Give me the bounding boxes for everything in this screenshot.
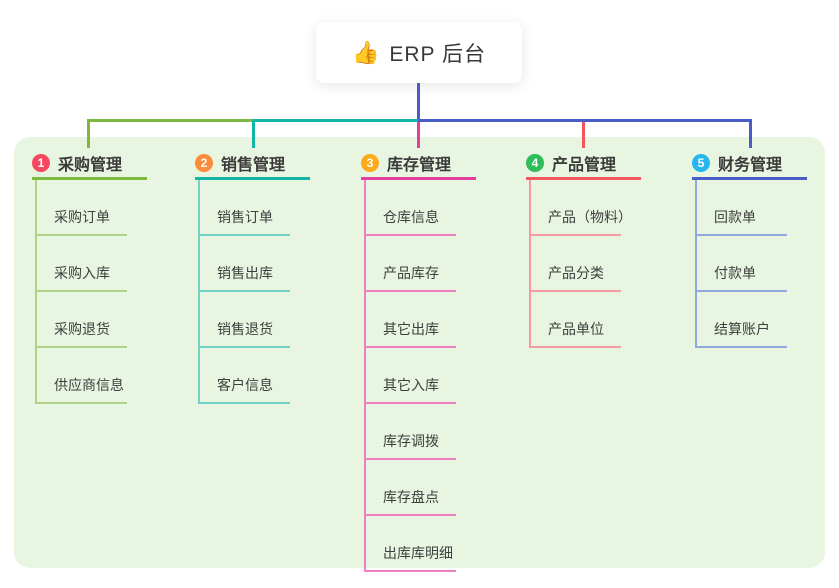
branch-children: 产品（物料） 产品分类 产品单位 — [529, 180, 632, 348]
child-node[interactable]: 销售订单 — [200, 180, 290, 236]
child-label: 产品分类 — [548, 265, 604, 281]
branch-title: 销售管理 — [221, 156, 286, 174]
child-node[interactable]: 供应商信息 — [37, 348, 127, 404]
child-label: 出库库明细 — [383, 545, 453, 561]
branch-node-product[interactable]: 4 产品管理 — [526, 148, 641, 180]
connector-drop-sales — [252, 119, 255, 148]
child-label: 其它出库 — [383, 321, 439, 337]
root-node[interactable]: 👍 ERP 后台 — [316, 22, 522, 83]
child-node[interactable]: 出库库明细 — [366, 516, 456, 572]
branch-children: 销售订单 销售出库 销售退货 客户信息 — [198, 180, 290, 404]
child-node[interactable]: 回款单 — [697, 180, 787, 236]
child-node[interactable]: 采购订单 — [37, 180, 127, 236]
child-node[interactable]: 付款单 — [697, 236, 787, 292]
connector-bus-segment-green — [87, 119, 253, 122]
child-node[interactable]: 库存调拨 — [366, 404, 456, 460]
child-label: 采购入库 — [54, 265, 110, 281]
branch-number-badge: 2 — [195, 153, 213, 172]
child-node[interactable]: 销售出库 — [200, 236, 290, 292]
child-label: 销售退货 — [217, 321, 273, 337]
connector-bus-segment-blue — [418, 119, 752, 122]
child-label: 结算账户 — [714, 321, 770, 337]
child-label: 产品单位 — [548, 321, 604, 337]
child-label: 付款单 — [714, 265, 756, 281]
branch-children: 仓库信息 产品库存 其它出库 其它入库 库存调拨 库存盘点 出库库明细 — [364, 180, 456, 572]
branch-children: 回款单 付款单 结算账户 — [695, 180, 787, 348]
child-label: 库存调拨 — [383, 433, 439, 449]
child-node[interactable]: 采购入库 — [37, 236, 127, 292]
branch-node-sales[interactable]: 2 销售管理 — [195, 148, 310, 180]
thumbs-up-icon: 👍 — [351, 39, 380, 65]
branch-sales: 2 销售管理 销售订单 销售出库 销售退货 客户信息 — [195, 148, 310, 404]
child-label: 采购订单 — [54, 209, 110, 225]
connector-drop-product — [582, 122, 585, 148]
child-label: 库存盘点 — [383, 489, 439, 505]
child-label: 仓库信息 — [383, 209, 439, 225]
child-node[interactable]: 产品库存 — [366, 236, 456, 292]
child-node[interactable]: 仓库信息 — [366, 180, 456, 236]
branch-node-finance[interactable]: 5 财务管理 — [692, 148, 807, 180]
branch-number-badge: 5 — [692, 153, 710, 172]
branch-number-badge: 1 — [32, 153, 50, 172]
child-node[interactable]: 销售退货 — [200, 292, 290, 348]
branch-children: 采购订单 采购入库 采购退货 供应商信息 — [35, 180, 127, 404]
child-label: 销售订单 — [217, 209, 273, 225]
connector-drop-finance — [749, 119, 752, 148]
branches-background-panel — [14, 137, 825, 568]
child-label: 客户信息 — [217, 377, 273, 393]
child-label: 其它入库 — [383, 377, 439, 393]
branch-title: 财务管理 — [718, 156, 783, 174]
child-label: 产品（物料） — [548, 209, 632, 225]
child-node[interactable]: 客户信息 — [200, 348, 290, 404]
child-node[interactable]: 产品单位 — [531, 292, 621, 348]
root-node-title: ERP 后台 — [389, 42, 487, 66]
branch-number-badge: 4 — [526, 153, 544, 172]
child-label: 采购退货 — [54, 321, 110, 337]
child-node[interactable]: 库存盘点 — [366, 460, 456, 516]
connector-drop-inventory — [417, 122, 420, 148]
branch-node-purchase[interactable]: 1 采购管理 — [32, 148, 147, 180]
child-label: 销售出库 — [217, 265, 273, 281]
child-node[interactable]: 产品分类 — [531, 236, 621, 292]
child-node[interactable]: 其它出库 — [366, 292, 456, 348]
branch-inventory: 3 库存管理 仓库信息 产品库存 其它出库 其它入库 库存调拨 库存盘点 出库库… — [361, 148, 476, 572]
branch-title: 库存管理 — [387, 156, 452, 174]
child-node[interactable]: 其它入库 — [366, 348, 456, 404]
child-node[interactable]: 产品（物料） — [531, 180, 632, 236]
branch-node-inventory[interactable]: 3 库存管理 — [361, 148, 476, 180]
branch-title: 产品管理 — [552, 156, 617, 174]
child-node[interactable]: 结算账户 — [697, 292, 787, 348]
child-label: 回款单 — [714, 209, 756, 225]
connector-drop-purchase — [87, 119, 90, 148]
child-node[interactable]: 采购退货 — [37, 292, 127, 348]
branch-purchase: 1 采购管理 采购订单 采购入库 采购退货 供应商信息 — [32, 148, 147, 404]
branch-title: 采购管理 — [58, 156, 123, 174]
connector-root-stem — [417, 83, 420, 119]
branch-product: 4 产品管理 产品（物料） 产品分类 产品单位 — [526, 148, 641, 348]
branch-number-badge: 3 — [361, 153, 379, 172]
child-label: 产品库存 — [383, 265, 439, 281]
branch-finance: 5 财务管理 回款单 付款单 结算账户 — [692, 148, 807, 348]
child-label: 供应商信息 — [54, 377, 124, 393]
connector-bus-segment-teal — [253, 119, 418, 122]
